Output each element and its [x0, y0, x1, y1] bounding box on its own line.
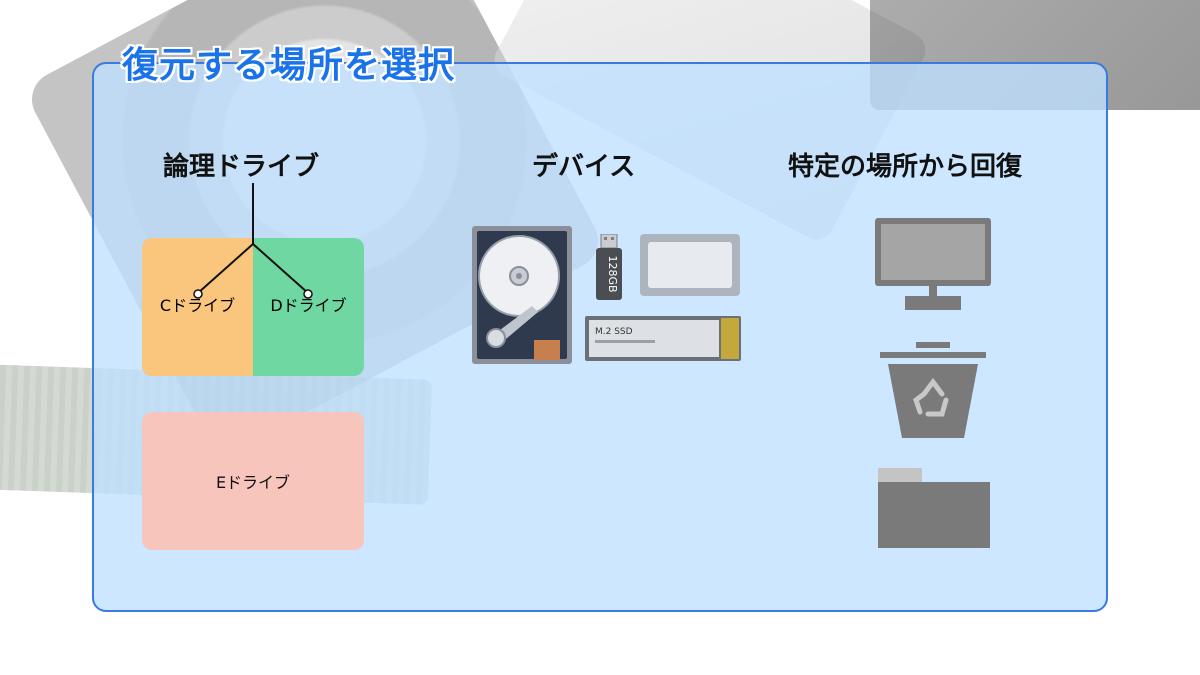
usb-capacity-label: 128GB	[606, 255, 619, 292]
heading-logical-drives: 論理ドライブ	[163, 152, 320, 182]
recycle-bin-icon[interactable]	[880, 342, 986, 438]
drive-c-box[interactable]: Cドライブ	[142, 238, 253, 376]
drive-e-label: Eドライブ	[215, 473, 291, 492]
page-title: 復元する場所を選択	[122, 45, 456, 86]
sata-ssd-icon[interactable]	[640, 234, 740, 296]
drive-e-box[interactable]: Eドライブ	[142, 412, 364, 550]
usb-drive-icon[interactable]: 128GB	[594, 234, 624, 300]
heading-devices: デバイス	[532, 152, 636, 182]
drive-pair: Cドライブ Dドライブ	[142, 238, 364, 376]
drive-c-label: Cドライブ	[159, 296, 236, 315]
drive-d-label: Dドライブ	[270, 296, 347, 315]
hdd-icon[interactable]	[472, 226, 572, 364]
folder-icon[interactable]	[878, 468, 990, 548]
monitor-icon[interactable]	[875, 218, 991, 310]
m2-ssd-label: M.2 SSD	[595, 327, 633, 337]
heading-specific-location: 特定の場所から回復	[788, 152, 1023, 182]
drive-d-box[interactable]: Dドライブ	[253, 238, 364, 376]
m2-ssd-icon[interactable]: M.2 SSD	[585, 316, 741, 361]
